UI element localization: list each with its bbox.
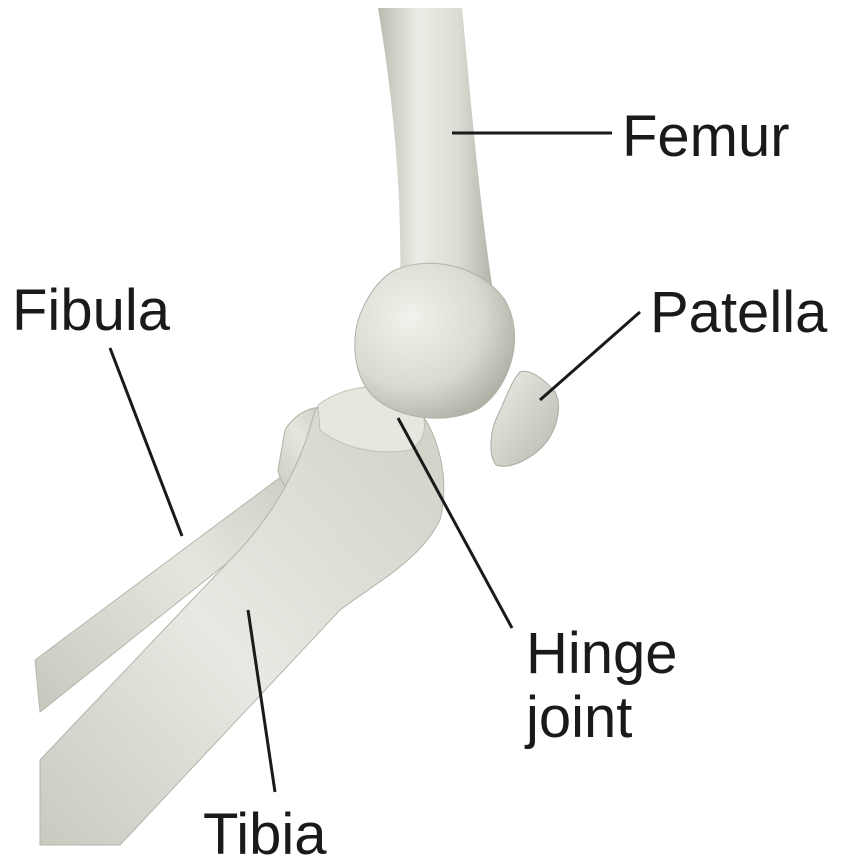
hinge-joint-label: Hinge joint xyxy=(526,622,678,750)
fibula-label: Fibula xyxy=(12,282,170,340)
femur-shaft xyxy=(378,8,492,290)
hinge-joint-label-line1: Hinge xyxy=(526,622,678,686)
femur-label: Femur xyxy=(622,108,790,166)
hinge-joint-label-line2: joint xyxy=(526,686,678,750)
tibia-label: Tibia xyxy=(203,806,327,864)
patella-leader-line xyxy=(540,312,640,400)
patella-label: Patella xyxy=(650,284,827,342)
femur-condyle xyxy=(355,263,515,418)
fibula-leader-line xyxy=(110,348,182,536)
